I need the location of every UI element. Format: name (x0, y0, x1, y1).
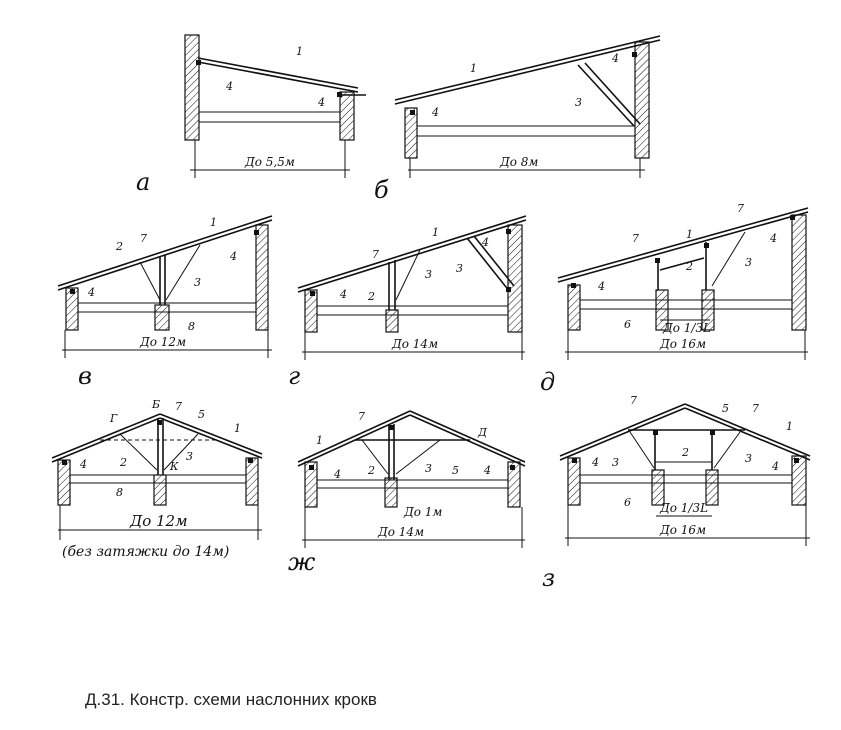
label: 4 (771, 460, 779, 473)
scheme-z: 7 5 7 1 4 3 2 3 4 6 До 1/3L До 16м з (542, 394, 811, 592)
label: 1 (786, 420, 793, 433)
label: 2 (119, 456, 127, 469)
scheme-letter: а (136, 168, 150, 196)
span-label: До 8м (499, 155, 538, 169)
label: 5 (452, 464, 459, 477)
scheme-d: 1 7 7 4 2 3 4 6 До 1/3L До 16м д (540, 202, 809, 396)
label: 3 (612, 456, 619, 469)
label: 2 (367, 290, 375, 303)
span-label: До 14м (377, 525, 424, 539)
span-label: До 14м (391, 337, 438, 351)
label: 3 (575, 96, 582, 109)
label: 7 (372, 248, 379, 261)
span-label: До 12м (129, 512, 188, 530)
span-note: (без затяжки до 14м) (62, 544, 229, 560)
label: 4 (79, 458, 87, 471)
label: 3 (194, 276, 201, 289)
scheme-letter: ж (288, 548, 316, 576)
span-label: До 16м (659, 337, 706, 351)
label: 4 (229, 250, 237, 263)
label: 7 (175, 400, 182, 413)
label: 1 (686, 228, 693, 241)
label: 7 (630, 394, 637, 407)
label: 3 (456, 262, 463, 275)
label: 4 (481, 236, 489, 249)
scheme-letter: б (374, 176, 389, 204)
sub-span-label: До 1/3L (659, 501, 708, 515)
label: 2 (685, 260, 693, 273)
label: 4 (591, 456, 599, 469)
label: 7 (632, 232, 639, 245)
label: 1 (210, 216, 217, 229)
label: 1 (296, 45, 303, 58)
label: 7 (752, 402, 759, 415)
label: 4 (317, 96, 325, 109)
label: Д (477, 426, 488, 439)
label: 6 (624, 318, 631, 331)
label: 4 (431, 106, 439, 119)
label: 3 (425, 268, 432, 281)
label: 7 (737, 202, 744, 215)
scheme-b: 1 4 3 4 До 8м б (374, 35, 661, 204)
scheme-letter: г (288, 362, 300, 390)
scheme-g: 1 7 4 2 3 3 4 До 14м г (288, 215, 527, 390)
label: 4 (483, 464, 491, 477)
scheme-e: Г Б 7 5 1 4 2 3 К 8 До 12м (без затяжки … (51, 398, 263, 560)
label: 4 (225, 80, 233, 93)
scheme-letter: з (542, 564, 555, 592)
scheme-zh: 7 Д 1 4 2 3 5 4 До 1м До 14м ж (288, 410, 526, 576)
label: 4 (769, 232, 777, 245)
label: 3 (745, 452, 752, 465)
label: Б (151, 398, 160, 411)
label: 1 (470, 62, 477, 75)
scheme-a: 1 4 4 До 5,5м а (136, 34, 366, 196)
label: 3 (186, 450, 193, 463)
label: 4 (339, 288, 347, 301)
label: Г (109, 412, 118, 425)
label: 4 (87, 286, 95, 299)
scheme-v: 1 2 7 4 3 4 8 До 12м в (57, 215, 273, 390)
span-label: До 12м (139, 335, 186, 349)
scheme-letter: в (78, 362, 92, 390)
label: 4 (597, 280, 605, 293)
label: 5 (198, 408, 205, 421)
span-label: До 16м (659, 523, 706, 537)
scheme-letter: д (540, 368, 555, 396)
sub-span-label: До 1м (403, 505, 442, 519)
label: 2 (367, 464, 375, 477)
label: 3 (745, 256, 752, 269)
label: 7 (358, 410, 365, 423)
label: 8 (188, 320, 195, 333)
sub-span-label: До 1/3L (662, 321, 711, 335)
label: 1 (234, 422, 241, 435)
label: 2 (681, 446, 689, 459)
label: 8 (116, 486, 123, 499)
figure-caption: Д.31. Констр. схеми наслонних крокв (85, 690, 377, 709)
label: 6 (624, 496, 631, 509)
label: 4 (333, 468, 341, 481)
label: 3 (425, 462, 432, 475)
span-label: До 5,5м (244, 155, 295, 169)
label: 5 (722, 402, 729, 415)
label: 2 (115, 240, 123, 253)
label: К (169, 460, 179, 473)
label: 4 (611, 52, 619, 65)
label: 1 (432, 226, 439, 239)
label: 1 (316, 434, 323, 447)
label: 7 (140, 232, 147, 245)
